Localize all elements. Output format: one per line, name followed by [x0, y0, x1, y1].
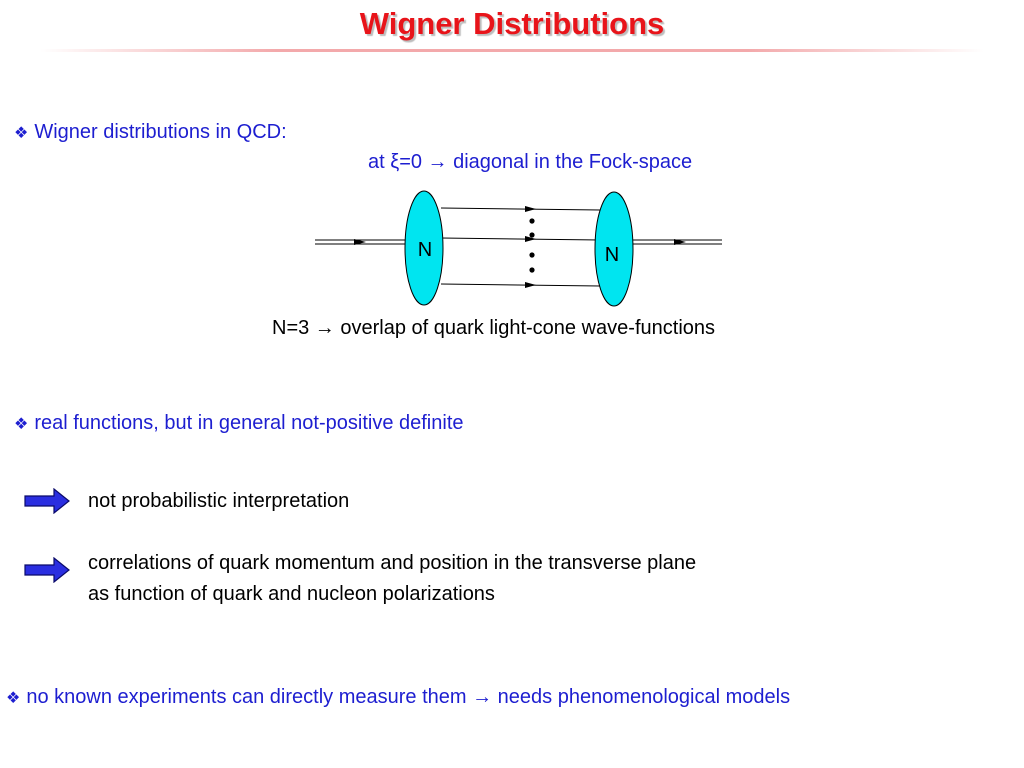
bullet-text: no known experiments can directly measur…	[26, 686, 791, 708]
diamond-bullet-icon: ❖	[6, 688, 21, 707]
quark-arrow-icon	[525, 236, 536, 242]
right-arrow-icon	[24, 557, 70, 583]
outgoing-arrow-icon	[674, 239, 686, 245]
bullet-text: real functions, but in general not-posit…	[34, 412, 464, 434]
bullet-text: Wigner distributions in QCD:	[34, 121, 287, 143]
incoming-arrow-icon	[354, 239, 366, 245]
ellipsis-dot	[529, 267, 535, 273]
implication-correlations-line1: correlations of quark momentum and posit…	[88, 552, 697, 574]
quark-line-2	[440, 237, 601, 241]
implication-not-probabilistic: not probabilistic interpretation	[88, 490, 350, 512]
left-blob-label: N	[418, 239, 432, 261]
diagram-caption: N=3 → overlap of quark light-cone wave-f…	[272, 317, 716, 339]
ellipsis-dot	[529, 218, 535, 224]
title-underline	[40, 49, 984, 52]
diamond-bullet-icon: ❖	[14, 123, 29, 142]
left-nucleon-blob	[404, 190, 444, 306]
overlap-diagram: N N	[315, 190, 722, 307]
fock-space-subline: at ξ=0 → diagonal in the Fock-space	[368, 151, 693, 173]
quark-arrow-icon	[525, 282, 536, 288]
slide-title: Wigner Distributions	[359, 6, 665, 41]
quark-line-3	[440, 283, 601, 287]
quark-line-1	[440, 207, 601, 211]
bullet-wigner-qcd: ❖ Wigner distributions in QCD:	[14, 121, 287, 144]
bullet-real-functions: ❖ real functions, but in general not-posi…	[14, 412, 464, 435]
ellipsis-dot	[529, 252, 535, 258]
right-blob-label: N	[605, 244, 619, 266]
quark-arrow-icon	[525, 206, 536, 212]
ellipsis-dot	[529, 232, 535, 238]
bullet-no-experiments: ❖ no known experiments can directly measu…	[6, 686, 790, 709]
right-nucleon-blob	[594, 191, 634, 307]
implication-correlations-line2: as function of quark and nucleon polariz…	[88, 583, 495, 605]
right-arrow-icon	[24, 488, 70, 514]
diamond-bullet-icon: ❖	[14, 414, 29, 433]
